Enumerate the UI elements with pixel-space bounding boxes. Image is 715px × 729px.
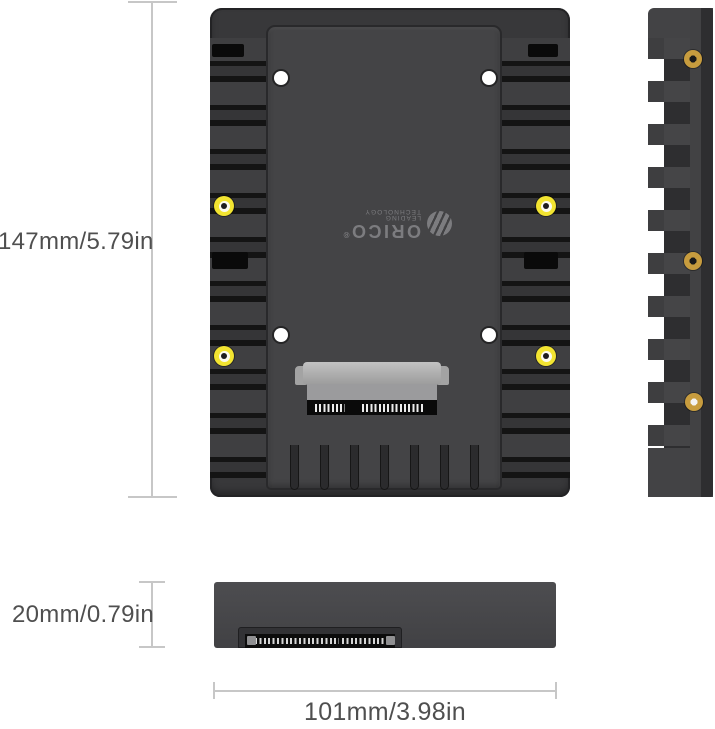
width-dimension-label: 101mm/3.98in	[303, 698, 467, 726]
vent-slot	[470, 445, 479, 490]
bottom-left-clip	[247, 636, 256, 645]
side-mount-hole-gold	[684, 252, 702, 270]
thumb-screw-yellow	[536, 196, 556, 216]
clip-hole	[212, 44, 244, 57]
registered-trademark-icon: ®	[343, 230, 350, 240]
vent-slot	[350, 445, 359, 490]
thickness-dimension-bottom-cap	[139, 646, 165, 648]
sata-connector-top	[303, 362, 441, 384]
side-edge-strip	[701, 8, 713, 497]
tray-screw-hole	[482, 328, 496, 342]
clip-hole	[524, 252, 558, 269]
vent-slot	[410, 445, 419, 490]
thickness-dimension-line	[151, 582, 153, 647]
orico-logo: ORICO® LEADING TECHNOLOGY	[334, 204, 452, 244]
sata-data-pins	[315, 404, 345, 412]
front-view: ORICO® LEADING TECHNOLOGY	[210, 8, 570, 497]
vent-slot	[440, 445, 449, 490]
height-dimension-line	[151, 2, 153, 496]
thumb-screw-yellow	[214, 346, 234, 366]
side-view	[640, 8, 715, 497]
brand-tagline: LEADING TECHNOLOGY	[364, 208, 421, 222]
drive-tray-plate	[266, 25, 502, 490]
clip-hole	[212, 252, 248, 269]
sata-power-pins	[362, 404, 424, 412]
width-dimension-right-cap	[555, 682, 557, 699]
vent-slot	[380, 445, 389, 490]
bottom-power-pins	[255, 638, 339, 644]
vent-slot	[290, 445, 299, 490]
brand-text: ORICO®	[343, 221, 421, 242]
bottom-right-clip	[386, 636, 395, 645]
tray-screw-hole	[274, 71, 288, 85]
side-mount-hole-gold	[685, 393, 703, 411]
bottom-view	[214, 582, 556, 648]
thumb-screw-yellow	[536, 346, 556, 366]
thumb-screw-yellow	[214, 196, 234, 216]
height-dimension-label: 147mm/5.79in	[0, 228, 154, 255]
width-dimension-line	[214, 690, 556, 692]
sata-connector-body	[307, 384, 437, 402]
clip-hole	[528, 44, 558, 57]
bottom-data-pins	[342, 638, 386, 644]
side-notched-flange	[648, 38, 664, 448]
side-mount-hole-gold	[684, 50, 702, 68]
height-dimension-bottom-cap	[128, 496, 177, 498]
side-flange-recess	[664, 38, 690, 448]
vent-slot	[320, 445, 329, 490]
tray-screw-hole	[482, 71, 496, 85]
tray-screw-hole	[274, 328, 288, 342]
orico-globe-icon	[427, 211, 452, 237]
thickness-dimension-label: 20mm/0.79in	[12, 601, 155, 628]
